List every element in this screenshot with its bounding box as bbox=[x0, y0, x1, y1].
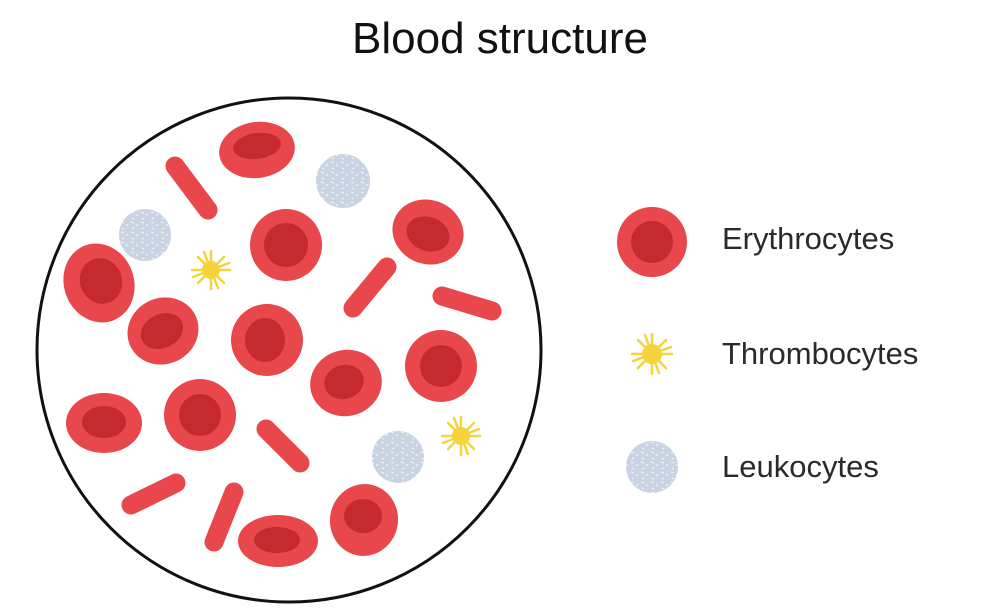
leukocyte bbox=[119, 209, 171, 261]
erythrocyte bbox=[310, 349, 382, 417]
erythrocyte bbox=[164, 379, 236, 451]
erythrocyte-side bbox=[121, 473, 186, 515]
erythrocyte-side bbox=[256, 419, 310, 473]
legend-leukocyte-symbol bbox=[626, 441, 678, 493]
erythrocyte bbox=[392, 199, 464, 265]
erythrocyte-side bbox=[343, 257, 397, 318]
thrombocyte bbox=[440, 415, 482, 457]
legend-erythrocyte-symbol bbox=[617, 207, 687, 277]
erythrocyte bbox=[63, 243, 135, 323]
leukocyte bbox=[316, 154, 370, 208]
erythrocyte bbox=[219, 121, 295, 179]
erythrocyte bbox=[250, 209, 322, 281]
erythrocyte-side bbox=[165, 156, 218, 220]
erythrocyte bbox=[127, 297, 199, 365]
legend-thrombocyte-symbol bbox=[630, 332, 674, 376]
legend-label-leukocytes: Leukocytes bbox=[722, 449, 879, 484]
legend-label-erythrocytes: Erythrocytes bbox=[722, 221, 895, 256]
erythrocyte-side bbox=[432, 286, 502, 321]
page-title: Blood structure bbox=[352, 14, 648, 63]
thrombocyte bbox=[190, 249, 232, 291]
erythrocyte-side bbox=[204, 482, 244, 552]
legend-label-thrombocytes: Thrombocytes bbox=[722, 336, 919, 371]
erythrocyte bbox=[405, 330, 477, 402]
erythrocyte bbox=[329, 484, 399, 556]
erythrocyte bbox=[231, 304, 303, 376]
leukocyte bbox=[372, 431, 424, 483]
erythrocyte-side-views bbox=[121, 156, 502, 552]
erythrocyte bbox=[238, 515, 318, 567]
erythrocyte bbox=[66, 393, 142, 453]
